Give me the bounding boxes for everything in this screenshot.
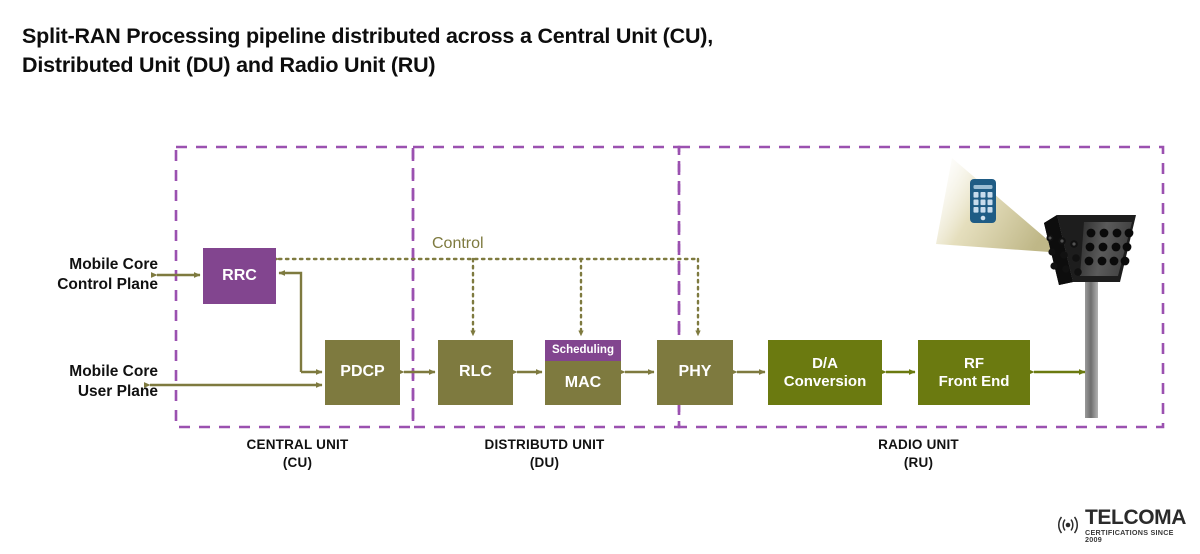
- block-rrc[interactable]: RRC: [203, 248, 276, 304]
- telcoma-logo: TELCOMA CERTIFICATIONS SINCE 2009: [1052, 504, 1188, 546]
- caption-radio-unit: RADIO UNIT(RU): [878, 437, 959, 470]
- wireless-signal-icon: [1058, 516, 1078, 534]
- logo-tagline: CERTIFICATIONS SINCE 2009: [1085, 527, 1174, 544]
- link-rrc-pdcp: [278, 270, 323, 375]
- page-title: Split-RAN Processing pipeline distribute…: [22, 22, 922, 79]
- title-line-1: Split-RAN Processing pipeline distribute…: [22, 24, 714, 48]
- block-pdcp[interactable]: PDCP: [325, 340, 400, 405]
- block-rlc[interactable]: RLC: [438, 340, 513, 405]
- title-line-2: Distributed Unit (DU) and Radio Unit (RU…: [22, 52, 436, 77]
- logo-wordmark: TELCOMA: [1085, 505, 1187, 529]
- block-mac[interactable]: Scheduling MAC: [545, 340, 621, 405]
- block-phy[interactable]: PHY: [657, 340, 733, 405]
- label-control-bus: Control: [432, 235, 484, 252]
- block-mac-label: MAC: [564, 373, 602, 391]
- caption-distributed-unit: DISTRIBUTD UNIT(DU): [484, 437, 605, 470]
- radio-beam-cone: [936, 158, 1063, 253]
- antenna-mast: [1044, 215, 1136, 418]
- caption-central-unit: CENTRAL UNIT(CU): [246, 437, 349, 470]
- block-mac-scheduling-header: Scheduling: [545, 340, 621, 361]
- region-boundaries: [174, 145, 1165, 429]
- smartphone-icon: [970, 179, 996, 223]
- region-radio-unit: [677, 145, 1165, 429]
- control-bus: [273, 256, 701, 338]
